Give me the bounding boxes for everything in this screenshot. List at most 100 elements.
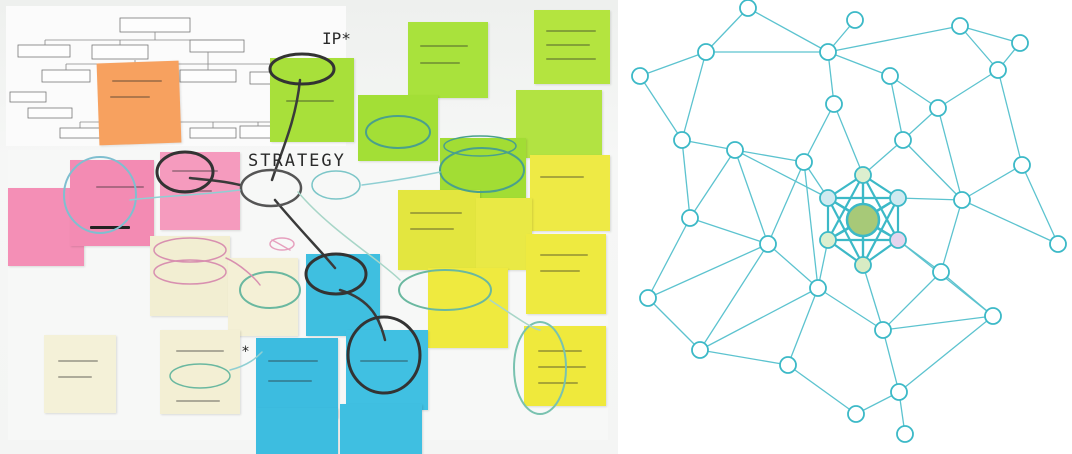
green-sticky-note — [534, 10, 610, 84]
core-node — [854, 256, 872, 274]
network-node — [984, 307, 1002, 325]
cyan-sticky-note — [256, 338, 338, 418]
core-node — [819, 189, 837, 207]
network-edge — [889, 75, 904, 141]
network-node — [894, 131, 912, 149]
network-edge — [961, 199, 1059, 245]
yellow-sticky-note — [398, 190, 480, 270]
network-node — [739, 0, 757, 17]
network-edge — [882, 271, 942, 331]
network-edge — [699, 243, 769, 351]
network-edge — [940, 199, 963, 273]
green-sticky-note — [270, 58, 354, 142]
network-node — [691, 341, 709, 359]
network-edges — [639, 7, 1059, 435]
network-edge — [803, 103, 835, 163]
yellow-sticky-note — [476, 198, 532, 270]
network-node — [809, 279, 827, 297]
network-edge — [1021, 164, 1059, 245]
marker-mind-map: STRATEGY IP* * — [63, 29, 567, 415]
network-edge — [787, 287, 819, 366]
network-edge — [767, 243, 819, 289]
network-edge — [898, 315, 994, 393]
core-node — [889, 189, 907, 207]
network-node — [929, 99, 947, 117]
network-node — [1011, 34, 1029, 52]
network-node — [759, 235, 777, 253]
cream-sticky-note — [150, 236, 230, 316]
network-edge — [689, 217, 769, 245]
cream-sticky-note — [228, 258, 298, 336]
strategy-label: STRATEGY — [248, 151, 346, 171]
network-edge — [639, 75, 683, 141]
cream-sticky-note — [160, 330, 240, 414]
network-edge — [681, 139, 736, 151]
network-edge — [747, 7, 829, 53]
network-node — [951, 17, 969, 35]
network-node — [697, 43, 715, 61]
network-edge — [862, 264, 884, 331]
network-edge — [937, 107, 963, 201]
network-edge — [681, 139, 691, 219]
network-node — [825, 95, 843, 113]
network-edge — [937, 69, 999, 109]
core-edge — [862, 197, 899, 266]
network-edge — [889, 75, 939, 109]
core-node — [889, 231, 907, 249]
yellow-sticky-note — [526, 234, 606, 314]
network-edge — [803, 161, 819, 289]
yellow-sticky-note — [530, 155, 610, 231]
network-edge — [787, 364, 857, 415]
sticky-note-wall-photo: STRATEGY IP* * — [0, 0, 618, 454]
cyan-sticky-note — [340, 404, 422, 454]
network-edge — [705, 7, 749, 53]
network-edge — [897, 197, 963, 201]
green-sticky-note — [358, 95, 438, 161]
network-edge — [734, 149, 829, 199]
cream-sticky-note — [44, 335, 116, 413]
network-node — [1013, 156, 1031, 174]
hub-node — [845, 202, 881, 238]
network-node — [846, 11, 864, 29]
network-node — [932, 263, 950, 281]
network-edge — [681, 51, 707, 141]
network-node — [890, 383, 908, 401]
network-edge — [833, 103, 864, 176]
network-edge — [959, 25, 1021, 44]
cyan-sticky-note — [346, 330, 428, 410]
network-edge — [997, 69, 1023, 166]
network-node — [673, 131, 691, 149]
network-edge — [734, 149, 769, 245]
network-node — [847, 405, 865, 423]
network-node — [779, 356, 797, 374]
network-edge — [689, 149, 736, 219]
network-edge — [882, 315, 994, 331]
network-edge — [647, 243, 769, 299]
green-sticky-note — [408, 22, 488, 98]
network-edge — [734, 149, 805, 163]
network-edge — [882, 329, 900, 393]
network-graph-illustration — [631, 0, 1067, 443]
network-node — [989, 61, 1007, 79]
network-edge — [767, 161, 805, 245]
network-edge — [647, 297, 701, 351]
network-edge — [827, 25, 961, 53]
ip-marker-label: IP* — [322, 29, 351, 48]
core-node — [854, 166, 872, 184]
network-node — [726, 141, 744, 159]
network-edge — [699, 349, 789, 366]
green-sticky-note — [516, 90, 602, 158]
network-edge — [639, 51, 707, 77]
network-node — [896, 425, 914, 443]
network-node — [681, 209, 699, 227]
asterisk-mark: * — [242, 344, 249, 360]
network-edge — [961, 164, 1023, 201]
network-node — [639, 289, 657, 307]
network-node — [631, 67, 649, 85]
network-edge — [827, 51, 891, 77]
network-node — [953, 191, 971, 209]
network-edge — [647, 217, 691, 299]
network-edge — [902, 139, 963, 201]
network-edge — [959, 25, 999, 71]
network-node — [881, 67, 899, 85]
